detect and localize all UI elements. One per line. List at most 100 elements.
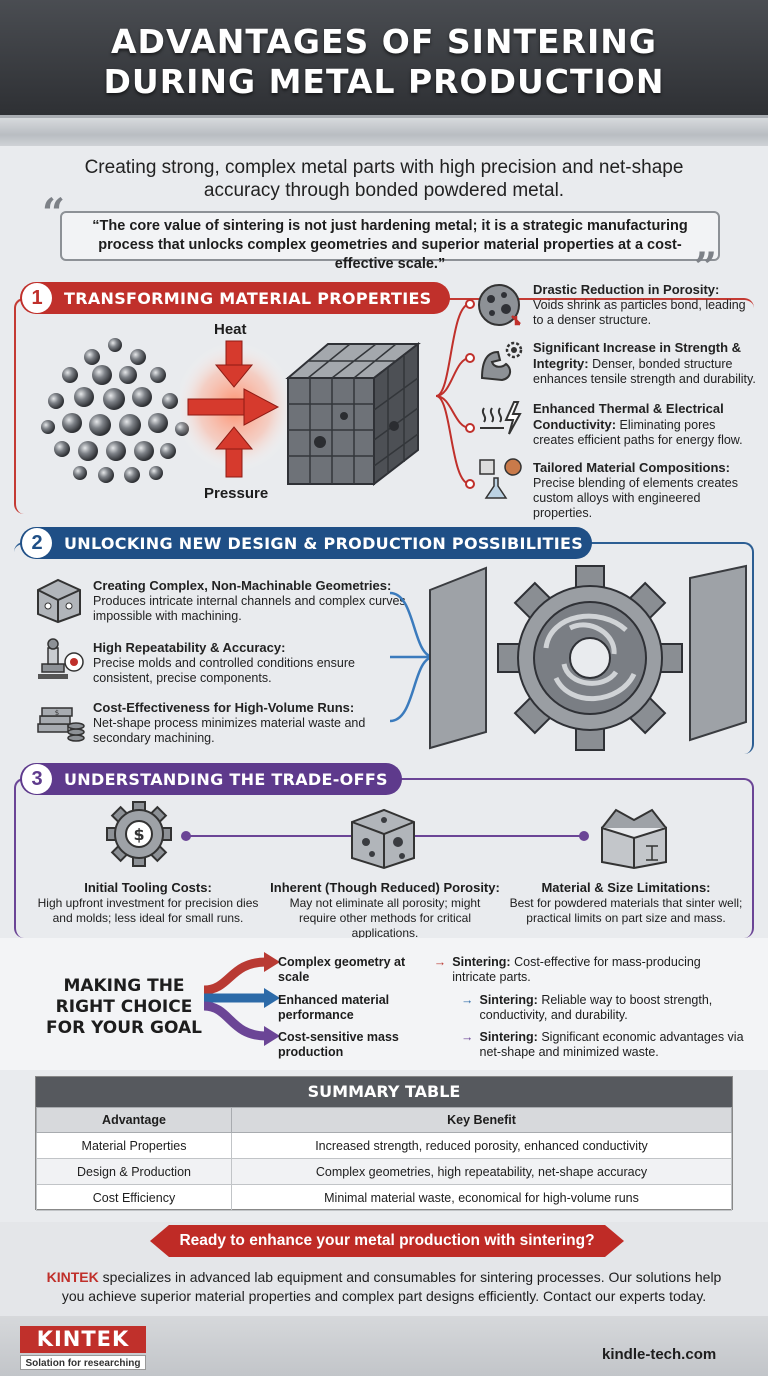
- choice-geometry-text: Cost-effective for mass-producing intric…: [452, 955, 701, 984]
- column-header-advantage: Advantage: [36, 1107, 232, 1133]
- title-line-1: ADVANTAGES OF SINTERING: [111, 22, 657, 61]
- table-row: Design & Production Complex geometries, …: [36, 1158, 732, 1185]
- tradeoff-porosity: Inherent (Though Reduced) Porosity: May …: [270, 880, 500, 941]
- choice-performance-goal: Enhanced material performance: [278, 993, 390, 1022]
- section-2-title: UNLOCKING NEW DESIGN & PRODUCTION POSSIB…: [64, 533, 584, 553]
- tradeoff-limitations-text: Best for powdered materials that sinter …: [509, 896, 743, 925]
- choice-performance-label: Sintering:: [479, 993, 538, 1007]
- choice-row-cost: Cost-sensitive mass production → Sinteri…: [278, 1030, 748, 1060]
- porous-cube-icon: [351, 808, 415, 870]
- section-2-connector-lines: [389, 591, 435, 723]
- benefit-porosity-title: Drastic Reduction in Porosity:: [533, 282, 720, 297]
- choice-geometry-goal: Complex geometry at scale: [278, 955, 406, 984]
- tradeoff-tooling-title: Initial Tooling Costs:: [84, 880, 212, 895]
- close-quote-icon: ”: [694, 244, 718, 291]
- choice-arrows: [203, 952, 280, 1046]
- table-header-row: Advantage Key Benefit: [36, 1107, 732, 1133]
- sintered-cube-illustration: [285, 341, 421, 487]
- benefit-strength-text: Denser, bonded structure enhances tensil…: [533, 357, 756, 386]
- gear-mold-illustration: [429, 564, 747, 751]
- arrow-right-icon: →: [461, 1030, 474, 1044]
- section-1-number: 1: [22, 283, 52, 313]
- pressure-label: Pressure: [204, 485, 269, 502]
- design-repeatability-title: High Repeatability & Accuracy:: [93, 640, 286, 655]
- strength-icon: [480, 341, 523, 382]
- tradeoff-limitations: Material & Size Limitations: Best for po…: [504, 880, 748, 926]
- table-cell: Cost Efficiency: [36, 1184, 232, 1211]
- composition-icon: [479, 458, 522, 499]
- arrow-right-icon: →: [433, 955, 447, 969]
- cta-brand: KINTEK: [46, 1269, 99, 1285]
- choice-panel: [0, 938, 768, 1070]
- benefit-composition-title: Tailored Material Compositions:: [533, 460, 730, 475]
- heat-label: Heat: [214, 321, 247, 338]
- table-row: Cost Efficiency Minimal material waste, …: [36, 1184, 732, 1211]
- tradeoff-porosity-title: Inherent (Though Reduced) Porosity:: [270, 880, 500, 895]
- design-item-geometries: Creating Complex, Non-Machinable Geometr…: [93, 578, 423, 624]
- section-2-number: 2: [22, 528, 52, 558]
- benefit-conductivity-text: Eliminating pores creates efficient path…: [533, 418, 743, 447]
- benefit-conductivity-title: Enhanced Thermal & Electrical Conductivi…: [533, 401, 724, 432]
- quote-box: [60, 211, 720, 261]
- choice-cost-label: Sintering:: [479, 1030, 538, 1044]
- design-item-cost: Cost-Effectiveness for High-Volume Runs:…: [93, 700, 393, 746]
- benefit-porosity: Drastic Reduction in Porosity: Voids shr…: [533, 282, 753, 328]
- money-stack-icon: $: [37, 707, 85, 742]
- choice-cost-goal: Cost-sensitive mass production: [278, 1030, 399, 1059]
- cta-headline[interactable]: Ready to enhance your metal production w…: [150, 1225, 624, 1257]
- design-cost-title: Cost-Effectiveness for High-Volume Runs:: [93, 700, 355, 715]
- box-scale-icon: [601, 808, 667, 870]
- puzzle-cube-icon: [37, 578, 81, 624]
- table-cell: Design & Production: [36, 1158, 232, 1185]
- table-cell: Complex geometries, high repeatability, …: [231, 1158, 732, 1185]
- conductivity-icon: [480, 401, 522, 435]
- logo-tagline: Solation for researching: [20, 1355, 146, 1370]
- section-3-header: UNDERSTANDING THE TRADE-OFFS: [20, 763, 402, 795]
- powder-particles-illustration: [41, 338, 189, 483]
- table-cell: Minimal material waste, economical for h…: [231, 1184, 732, 1211]
- choice-row-performance: Enhanced material performance → Sinterin…: [278, 993, 748, 1023]
- benefit-porosity-text: Voids shrink as particles bond, leading …: [533, 298, 746, 327]
- heat-pressure-arrows: [180, 340, 290, 478]
- design-geometries-text: Produces intricate internal channels and…: [93, 594, 406, 623]
- benefit-conductivity: Enhanced Thermal & Electrical Conductivi…: [533, 401, 757, 448]
- section-1-header: TRANSFORMING MATERIAL PROPERTIES: [20, 282, 450, 314]
- svg-text:$: $: [133, 825, 144, 844]
- choice-cost-text: Significant economic advantages via net-…: [479, 1030, 744, 1059]
- choice-row-geometry: Complex geometry at scale → Sintering: C…: [278, 955, 738, 985]
- tradeoff-tooling: Initial Tooling Costs: High upfront inve…: [30, 880, 266, 926]
- benefit-composition: Tailored Material Compositions: Precise …: [533, 460, 761, 521]
- design-geometries-title: Creating Complex, Non-Machinable Geometr…: [93, 578, 392, 593]
- title-line-2: DURING METAL PRODUCTION: [103, 62, 665, 101]
- cta-text: KINTEK specializes in advanced lab equip…: [40, 1268, 728, 1306]
- column-header-key-benefit: Key Benefit: [231, 1107, 732, 1133]
- design-cost-text: Net-shape process minimizes material was…: [93, 716, 366, 745]
- tradeoff-tooling-text: High upfront investment for precision di…: [37, 896, 259, 925]
- quote-text: “The core value of sintering is not just…: [92, 218, 688, 272]
- choice-performance-text: Reliable way to boost strength, conducti…: [479, 993, 713, 1022]
- summary-grid: Advantage Key Benefit Material Propertie…: [36, 1107, 732, 1211]
- section-3-number: 3: [22, 764, 52, 794]
- header-banner: [0, 0, 768, 118]
- table-row: Material Properties Increased strength, …: [36, 1132, 732, 1159]
- choice-geometry-label: Sintering:: [452, 955, 511, 969]
- tradeoff-limitations-title: Material & Size Limitations:: [541, 880, 711, 895]
- open-quote-icon: “: [42, 190, 66, 237]
- section-3-title: UNDERSTANDING THE TRADE-OFFS: [64, 769, 388, 789]
- benefit-strength: Significant Increase in Strength & Integ…: [533, 340, 761, 387]
- design-repeatability-text: Precise molds and controlled conditions …: [93, 656, 355, 685]
- section-2-header: UNLOCKING NEW DESIGN & PRODUCTION POSSIB…: [20, 527, 592, 559]
- gear-dollar-icon: $: [106, 801, 172, 867]
- tradeoff-porosity-text: May not eliminate all porosity; might re…: [289, 896, 481, 940]
- benefit-strength-title: Significant Increase in Strength & Integ…: [533, 340, 742, 371]
- arrow-right-icon: →: [461, 993, 474, 1007]
- svg-text:$: $: [55, 709, 59, 717]
- website-link[interactable]: kindle-tech.com: [602, 1346, 717, 1363]
- kintek-logo[interactable]: KINTEK: [20, 1326, 146, 1353]
- summary-title: SUMMARY TABLE: [36, 1077, 732, 1107]
- design-item-repeatability: High Repeatability & Accuracy: Precise m…: [93, 640, 383, 686]
- choice-title: MAKING THE RIGHT CHOICE FOR YOUR GOAL: [46, 976, 202, 1038]
- summary-table: SUMMARY TABLE Advantage Key Benefit Mate…: [35, 1076, 733, 1211]
- porosity-icon: [478, 284, 521, 326]
- benefit-composition-text: Precise blending of elements creates cus…: [533, 476, 738, 520]
